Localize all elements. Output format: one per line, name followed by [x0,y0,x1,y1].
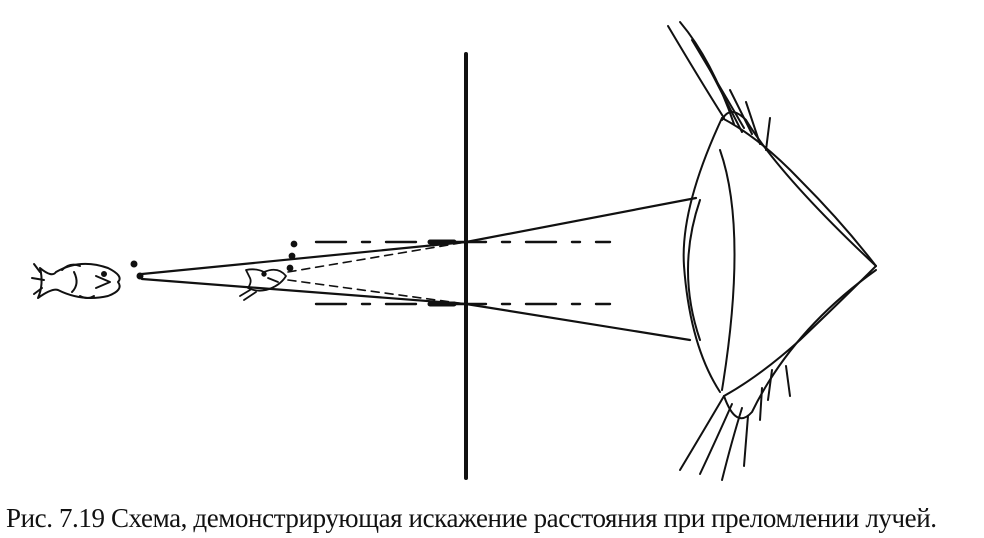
eye-icon [667,21,877,481]
refraction-diagram [31,21,877,481]
virtual-ray-upper [287,241,467,273]
apparent-fish-icon [239,240,298,301]
ray-lower-out [464,302,692,342]
ray-lower-in [140,277,468,306]
real-fish-icon [31,260,144,299]
ray-upper-out [464,196,698,244]
ray-upper-in [140,240,468,276]
figure-caption: Рис. 7.19 Схема, демонстрирующая искажен… [6,503,937,533]
virtual-ray-lower [287,279,467,305]
